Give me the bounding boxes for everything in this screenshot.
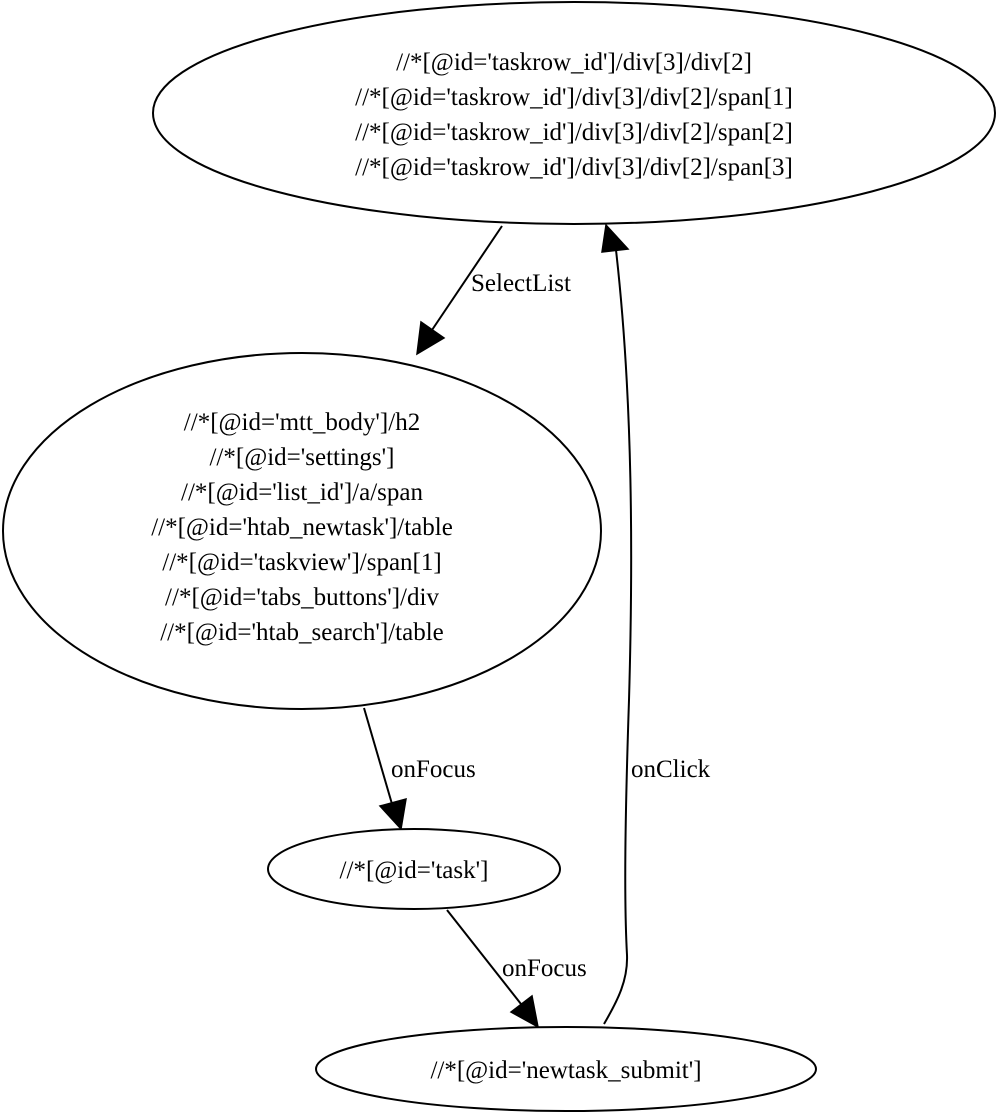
edge-onclick-arrowhead xyxy=(601,223,630,253)
node-taskrow-line-1: //*[@id='taskrow_id']/div[3]/div[2] xyxy=(396,49,752,76)
node-taskrow-line-3: //*[@id='taskrow_id']/div[3]/div[2]/span… xyxy=(355,119,793,146)
node-newtask-submit: //*[@id='newtask_submit'] xyxy=(315,1026,817,1112)
node-task-ellipse xyxy=(267,828,561,910)
node-mtt-body: //*[@id='mtt_body']/h2 //*[@id='settings… xyxy=(2,352,602,710)
node-mtt-body-line-1: //*[@id='mtt_body']/h2 xyxy=(184,409,420,436)
edge-onfocus-1-line xyxy=(363,707,393,805)
node-newtask-submit-ellipse xyxy=(315,1026,817,1112)
edge-onfocus-2: onFocus xyxy=(446,909,587,1029)
node-taskrow: //*[@id='taskrow_id']/div[3]/div[2] //*[… xyxy=(152,1,996,225)
node-mtt-body-line-3: //*[@id='list_id']/a/span xyxy=(181,479,423,506)
edge-selectlist-arrowhead xyxy=(416,320,446,356)
node-mtt-body-line-6: //*[@id='tabs_buttons']/div xyxy=(165,584,439,611)
node-mtt-body-line-7: //*[@id='htab_search']/table xyxy=(160,619,444,646)
node-task-line-1: //*[@id='task'] xyxy=(340,857,489,884)
edge-onfocus-2-label: onFocus xyxy=(502,955,587,982)
edge-selectlist: SelectList xyxy=(416,225,571,356)
edge-onclick: onClick xyxy=(601,223,711,1025)
edge-onfocus-1-label: onFocus xyxy=(391,756,476,783)
edge-selectlist-label: SelectList xyxy=(471,270,571,297)
edge-onfocus-1-arrowhead xyxy=(378,797,407,831)
node-newtask-submit-line-1: //*[@id='newtask_submit'] xyxy=(430,1057,701,1084)
edge-onclick-line xyxy=(603,249,633,1025)
edge-onfocus-1: onFocus xyxy=(363,707,476,831)
edge-selectlist-line xyxy=(431,225,503,331)
edge-onfocus-2-arrowhead xyxy=(509,994,540,1029)
node-taskrow-ellipse xyxy=(152,1,996,225)
node-mtt-body-ellipse xyxy=(2,352,602,710)
node-mtt-body-line-2: //*[@id='settings'] xyxy=(209,444,394,471)
node-mtt-body-line-5: //*[@id='taskview']/span[1] xyxy=(162,549,441,576)
edge-onclick-label: onClick xyxy=(631,756,711,783)
edge-onfocus-2-line xyxy=(446,909,522,1005)
node-taskrow-line-4: //*[@id='taskrow_id']/div[3]/div[2]/span… xyxy=(355,154,793,181)
node-mtt-body-line-4: //*[@id='htab_newtask']/table xyxy=(151,514,453,541)
node-taskrow-line-2: //*[@id='taskrow_id']/div[3]/div[2]/span… xyxy=(355,84,793,111)
node-task: //*[@id='task'] xyxy=(267,828,561,910)
